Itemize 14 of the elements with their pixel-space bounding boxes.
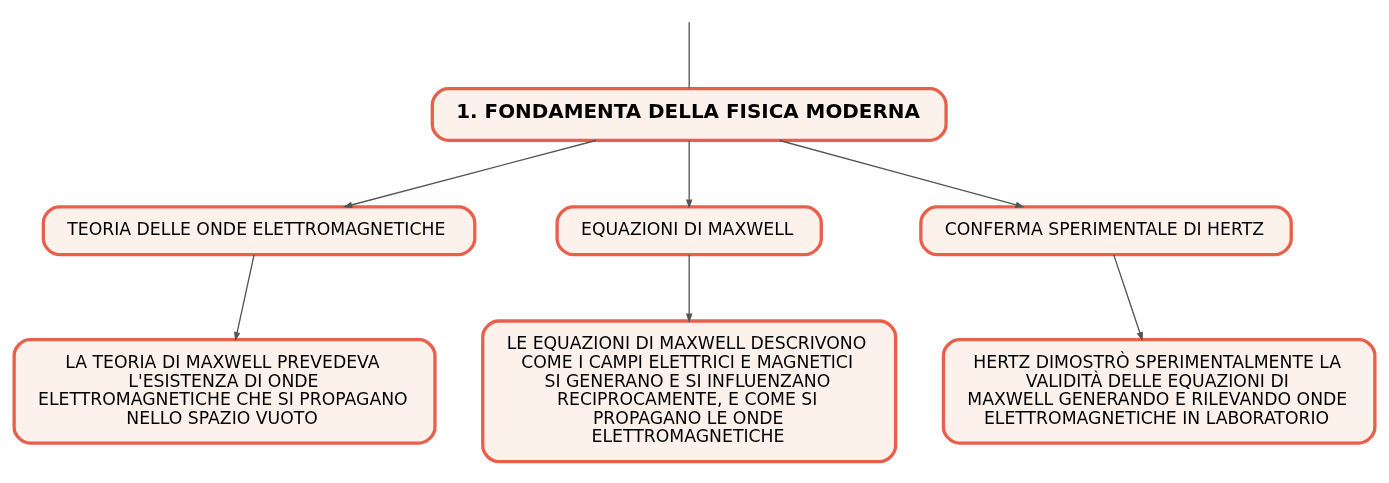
connector: [688, 21, 690, 90]
arrow: [342, 139, 597, 208]
arrow: [233, 254, 255, 342]
arrow: [778, 139, 1025, 208]
node-box: HERTZ DIMOSTRÒ SPERIMENTALMENTE LA VALIDITÀ DELLE EQUAZIONI DI MAXWELL GENERANDO E RILEVANDO ONDE ELETTROMAGNETICHE IN LABORATORIO: [941, 337, 1377, 445]
node-box: EQUAZIONI DI MAXWELL: [555, 205, 823, 257]
arrow: [685, 139, 693, 209]
arrow: [1113, 254, 1143, 342]
node-box: LA TEORIA DI MAXWELL PREVEDEVA L'ESISTENZA DI ONDE ELETTROMAGNETICHE CHE SI PROPAGANO NELLO SPAZIO VUOTO: [12, 337, 437, 445]
arrow: [685, 254, 693, 323]
node-box: LE EQUAZIONI DI MAXWELL DESCRIVONO COME I CAMPI ELETTRICI E MAGNETICI SI GENERANO E SI INFLUENZANO RECIPROCAMENTE, E COME SI PROPAGANO LE ONDE ELETTROMAGNETICHE: [481, 319, 898, 464]
node-box: 1. FONDAMENTA DELLA FISICA MODERNA: [430, 87, 948, 143]
node-box: TEORIA DELLE ONDE ELETTROMAGNETICHE: [41, 205, 477, 257]
node-box: CONFERMA SPERIMENTALE DI HERTZ: [919, 205, 1293, 257]
